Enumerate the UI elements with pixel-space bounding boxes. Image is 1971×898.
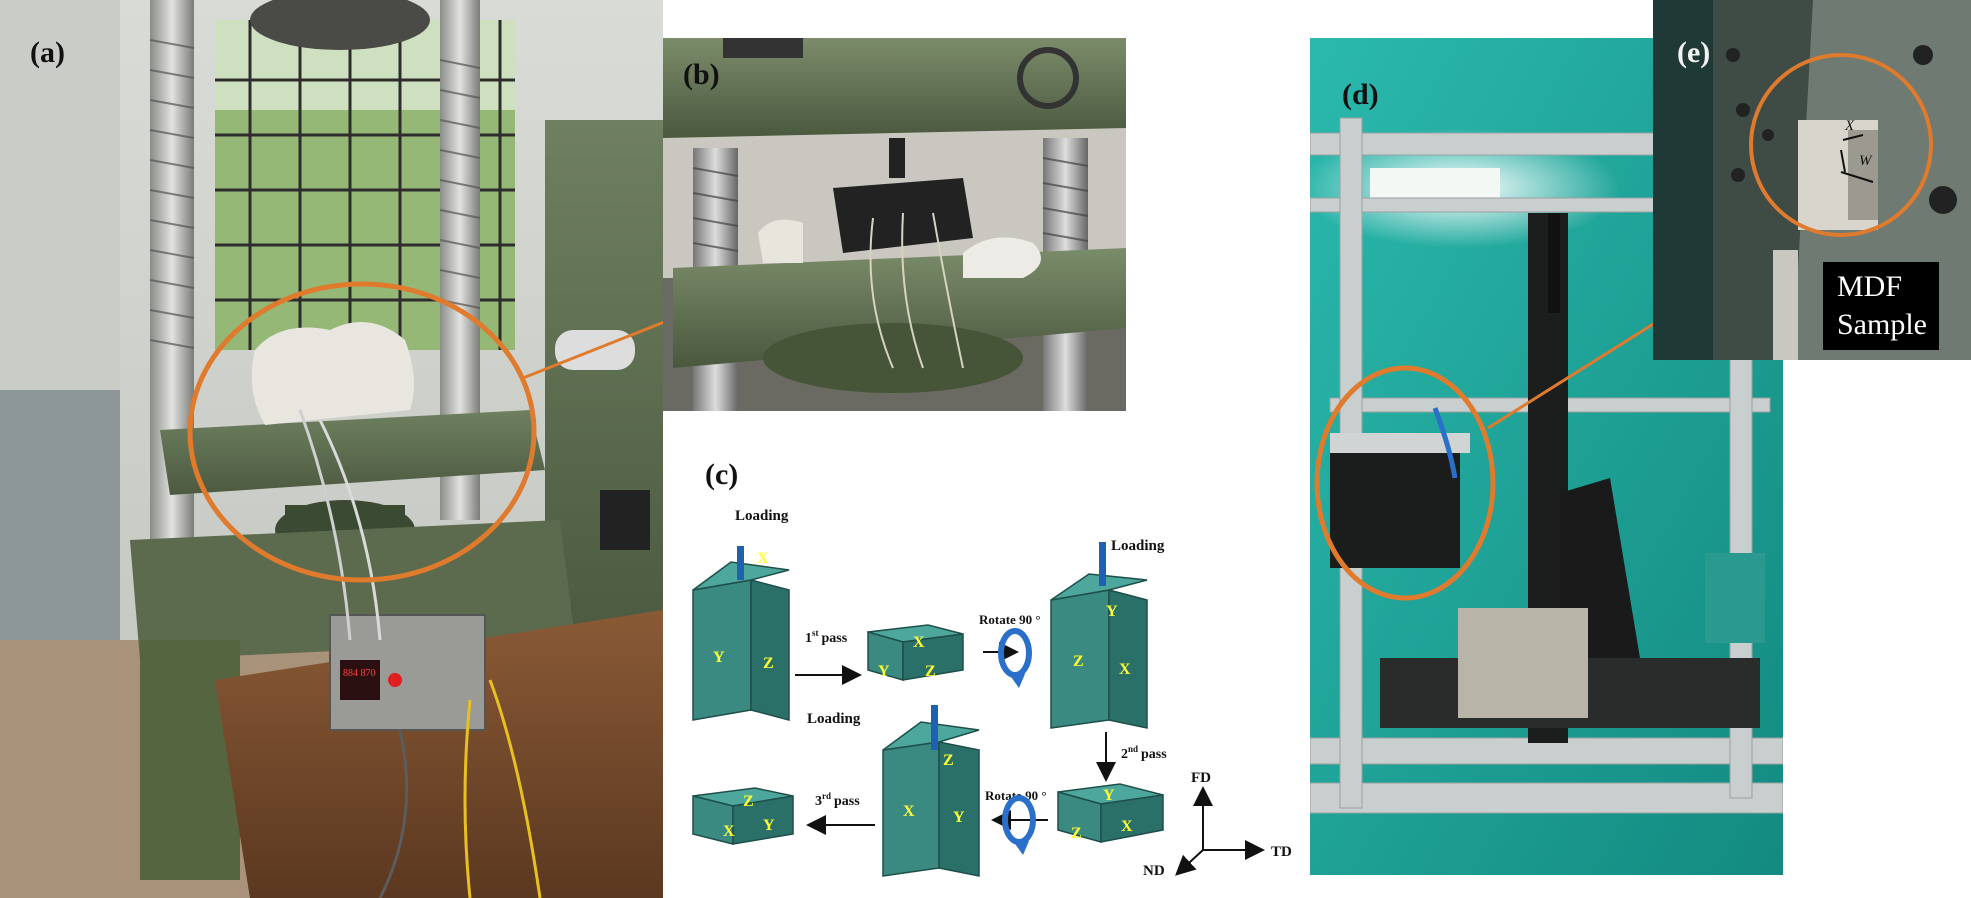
pass-superscript: rd: [822, 791, 831, 801]
hydraulic-press-photo: 884 870: [0, 0, 663, 898]
mdf-sample-closeup-photo: X W: [1653, 0, 1971, 360]
rotate-arrow-icon: [1002, 795, 1036, 855]
panel-e-photo: X W (e) MDF Sample: [1653, 0, 1971, 360]
panel-e-label: (e): [1677, 36, 1711, 69]
pass-word: pass: [834, 794, 860, 809]
pass-superscript: nd: [1128, 744, 1138, 754]
mdf-sample-callout: MDF Sample: [1823, 262, 1939, 350]
face-label: Z: [925, 663, 936, 680]
panel-a-photo: 884 870 (a): [0, 0, 663, 898]
block-rotated-1: [1050, 542, 1148, 729]
block-after-pass-1: [867, 624, 964, 681]
highlight-circle: [1314, 365, 1496, 601]
panel-c-label: (c): [705, 458, 739, 491]
face-label: Z: [1071, 825, 1082, 842]
pass-word: pass: [1141, 747, 1167, 762]
loading-label-3: Loading: [807, 711, 861, 727]
laser-enclosure-photo: [1310, 38, 1783, 875]
face-label: Z: [743, 793, 754, 810]
mdf-sample-callout-line1: MDF: [1837, 270, 1903, 303]
axis-nd-label: ND: [1143, 863, 1165, 879]
axis-fd-label: FD: [1191, 770, 1211, 786]
rotate-arrow-icon: [998, 628, 1032, 688]
face-label: Z: [763, 655, 774, 672]
die-closeup-photo: [663, 38, 1126, 411]
face-label: Z: [1073, 653, 1084, 670]
dimension-x-label: X: [1844, 118, 1855, 134]
face-label: X: [903, 803, 915, 820]
pass-word: pass: [822, 631, 848, 646]
face-label: X: [1119, 661, 1131, 678]
highlight-circle: [1749, 53, 1933, 237]
face-label: X: [723, 823, 735, 840]
face-label: X: [757, 550, 769, 567]
pass-number: 2: [1121, 747, 1128, 762]
block-initial: [692, 546, 790, 721]
coordinate-axes: [1175, 786, 1265, 876]
face-label: Y: [878, 663, 890, 680]
rotate-label-1: Rotate 90 °: [979, 612, 1041, 627]
panel-b-photo: (b): [663, 38, 1126, 411]
panel-d-label: (d): [1342, 78, 1379, 111]
block-after-pass-3: [692, 787, 794, 845]
dimension-w-label: W: [1859, 153, 1873, 169]
loading-rod-2: [1099, 542, 1106, 586]
panel-b-label: (b): [683, 58, 720, 91]
face-label: Y: [1103, 787, 1115, 804]
face-label: Y: [1106, 603, 1118, 620]
temperature-display-reading: 884 870: [343, 668, 376, 679]
block-after-pass-2: [1057, 783, 1164, 843]
pass-number: 1: [805, 631, 812, 646]
loading-rod-1: [737, 546, 744, 580]
face-label: X: [1121, 818, 1133, 835]
loading-label-1: Loading: [735, 508, 789, 524]
panel-a-label: (a): [30, 36, 65, 69]
block-rotated-2: [882, 705, 980, 877]
face-label: Y: [713, 649, 725, 666]
panel-d-photo: (d): [1310, 38, 1783, 875]
face-label: X: [913, 634, 925, 651]
face-label: Y: [763, 817, 775, 834]
loading-label-2: Loading: [1111, 538, 1165, 554]
face-label: Y: [953, 809, 965, 826]
axis-td-label: TD: [1271, 844, 1292, 860]
loading-rod-3: [931, 705, 938, 750]
face-label: Z: [943, 752, 954, 769]
pass-number: 3: [815, 794, 822, 809]
highlight-circle: [187, 281, 537, 583]
mdf-sample-callout-line2: Sample: [1837, 308, 1927, 341]
pass-superscript: st: [812, 628, 819, 638]
